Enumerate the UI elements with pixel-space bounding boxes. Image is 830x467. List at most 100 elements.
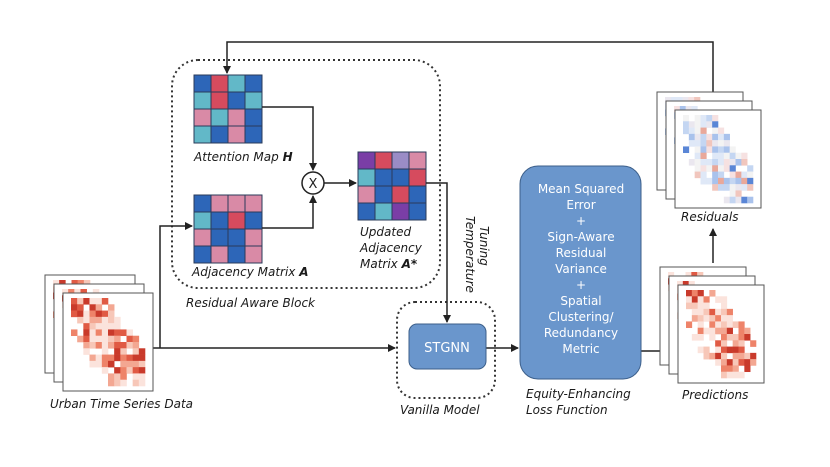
- matrix-cell: [391, 168, 410, 187]
- map-cell: [89, 316, 96, 324]
- map-cell: [80, 289, 87, 296]
- map-cell: [101, 316, 109, 324]
- loss-line: Clustering/: [548, 310, 614, 324]
- map-cell: [709, 334, 716, 341]
- map-cell: [665, 97, 672, 104]
- map-cell: [92, 289, 100, 296]
- map-cell: [715, 327, 722, 335]
- matrix-cell: [227, 125, 246, 144]
- matrix-cell: [193, 228, 212, 247]
- map-cell: [83, 323, 90, 330]
- map-cell: [83, 342, 90, 349]
- map-cell: [709, 352, 716, 360]
- map-cell: [694, 152, 701, 160]
- map-cell: [706, 146, 713, 154]
- map-cell: [108, 360, 115, 368]
- map-cell: [715, 352, 722, 360]
- map-cell: [120, 348, 127, 355]
- map-cell: [712, 133, 719, 141]
- map-cell: [138, 367, 146, 374]
- map-cell: [738, 359, 745, 366]
- map-cell: [132, 348, 140, 355]
- stgnn-label: STGNN: [424, 341, 470, 356]
- map-sheet: [674, 109, 762, 209]
- urban-data-label: Urban Time Series Data: [50, 397, 193, 411]
- map-cell: [721, 359, 728, 366]
- map-cell: [686, 290, 693, 297]
- map-cell: [709, 290, 716, 297]
- map-cell: [729, 159, 736, 166]
- map-cell: [712, 159, 719, 166]
- multiply-symbol: X: [309, 177, 318, 192]
- predictions-label: Predictions: [682, 388, 748, 402]
- map-cell: [700, 127, 707, 135]
- map-cell: [697, 272, 704, 279]
- map-cell: [703, 352, 710, 360]
- svg-text:Tuning: Tuning: [477, 226, 491, 266]
- map-cell: [77, 304, 84, 311]
- map-cell: [697, 346, 704, 354]
- matrix-cell: [210, 228, 229, 247]
- map-cell: [138, 360, 146, 368]
- map-cell: [723, 133, 730, 141]
- map-cell: [688, 121, 695, 128]
- map-cell: [697, 334, 704, 341]
- map-cell: [114, 316, 121, 324]
- updated-line1: Updated: [360, 225, 411, 239]
- map-cell: [729, 177, 736, 185]
- adjacency-matrix: [193, 194, 263, 264]
- matrix-cell: [244, 245, 263, 264]
- map-cell: [729, 165, 736, 172]
- map-cell: [77, 335, 84, 343]
- map-cell: [83, 329, 90, 337]
- map-cell: [721, 327, 728, 335]
- map-cell: [101, 367, 109, 374]
- matrix-cell: [227, 91, 246, 110]
- map-cell: [686, 296, 693, 303]
- matrix-cell: [391, 151, 410, 170]
- arrow-attention-to-multiply: [262, 106, 317, 171]
- map-cell: [95, 335, 103, 343]
- map-cell: [120, 354, 127, 362]
- map-cell: [729, 184, 736, 191]
- map-cell: [706, 115, 713, 122]
- map-cell: [62, 289, 69, 296]
- matrix-cell: [374, 202, 393, 221]
- map-cell: [694, 97, 701, 104]
- map-cell: [59, 280, 66, 287]
- map-cell: [729, 190, 736, 198]
- map-cell: [721, 334, 728, 341]
- map-cell: [735, 177, 742, 185]
- map-cell: [108, 354, 115, 362]
- map-cell: [694, 133, 701, 141]
- matrix-cell: [391, 185, 410, 204]
- map-cell: [138, 379, 146, 387]
- map-cell: [114, 335, 121, 343]
- arrow-updated-to-stgnn: [426, 182, 451, 323]
- map-cell: [138, 354, 146, 362]
- map-cell: [723, 159, 730, 166]
- map-cell: [89, 335, 96, 343]
- loss-line: Redundancy: [544, 326, 618, 340]
- map-cell: [688, 159, 695, 166]
- matrix-cell: [244, 125, 263, 144]
- map-cell: [723, 140, 730, 147]
- matrix-cell: [408, 202, 427, 221]
- map-cell: [712, 177, 719, 185]
- map-cell: [95, 354, 103, 362]
- map-cell: [694, 159, 701, 166]
- loss-line: Mean Squared: [538, 182, 624, 196]
- map-cell: [723, 146, 730, 154]
- map-cell: [715, 315, 722, 322]
- map-cell: [668, 272, 675, 279]
- map-cell: [83, 310, 90, 318]
- map-cell: [108, 310, 115, 318]
- map-cell: [691, 290, 698, 297]
- map-cell: [735, 190, 742, 198]
- map-cell: [694, 127, 701, 135]
- map-cell: [718, 165, 725, 172]
- loss-caption-line2: Loss Function: [526, 403, 608, 417]
- map-cell: [74, 289, 81, 296]
- map-cell: [101, 323, 109, 330]
- map-cell: [709, 327, 716, 335]
